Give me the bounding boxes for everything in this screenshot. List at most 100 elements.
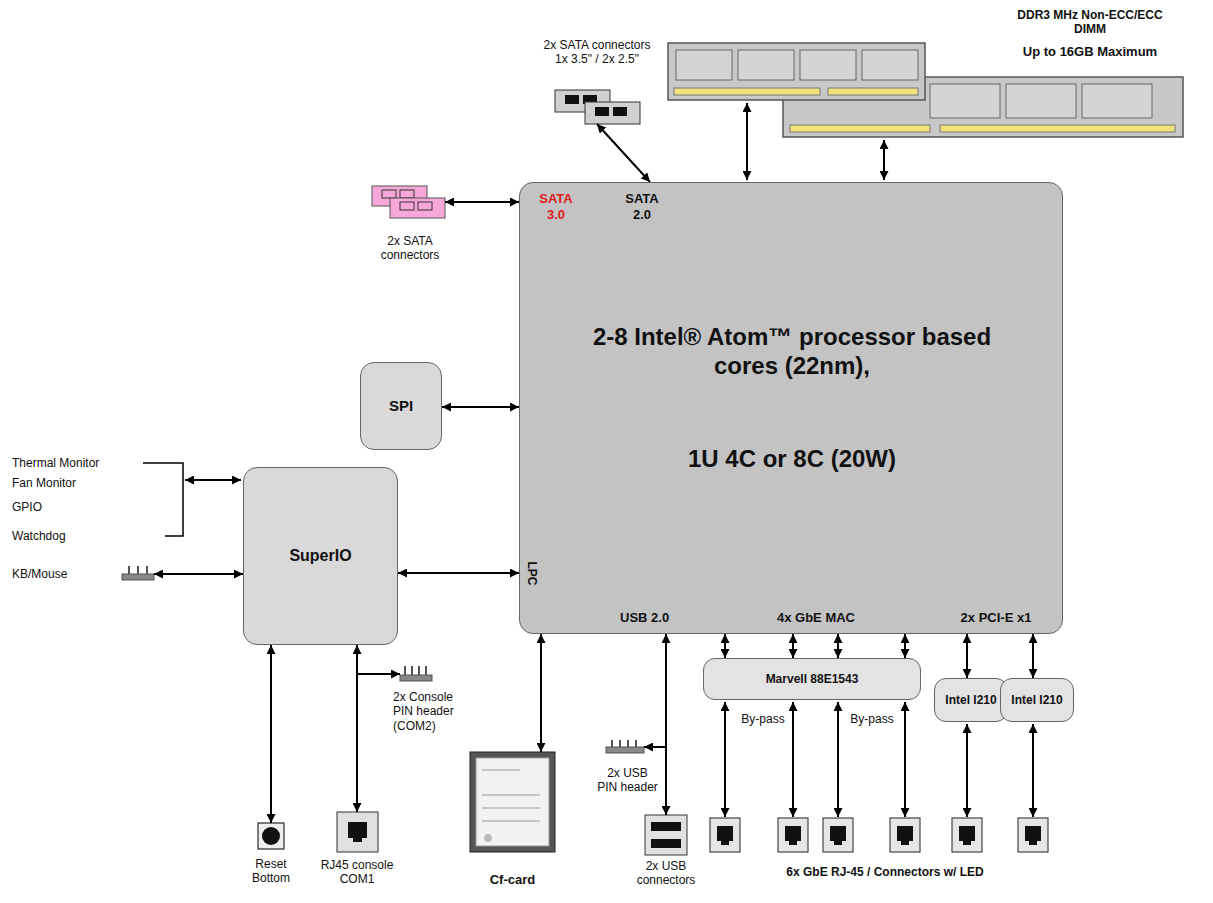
bus-connector xyxy=(904,634,906,658)
sata-connector-icon xyxy=(595,107,609,116)
dimm-module xyxy=(930,84,1000,118)
ports-caption: 6x GbE RJ-45 / Connectors w/ LED xyxy=(700,865,1070,879)
bus-connector xyxy=(792,634,794,658)
pin-header-icon xyxy=(627,740,629,747)
bus-connector xyxy=(154,573,243,575)
phy-to-port-lines xyxy=(837,702,839,817)
dimm-module xyxy=(676,50,732,80)
rj45-console-icon xyxy=(348,822,367,842)
dimm-module xyxy=(674,88,820,95)
phy-to-port-lines xyxy=(966,724,968,817)
bus-connector xyxy=(724,634,726,658)
memory-bus xyxy=(883,140,885,180)
node-label: Reset Bottom xyxy=(246,857,296,886)
node-label: SATA 2.0 xyxy=(618,191,666,222)
box-label: Intel I210 xyxy=(1005,693,1068,707)
bus-connector xyxy=(966,634,968,678)
nic-chip-box: Intel I210 xyxy=(1000,678,1074,722)
bus-connector xyxy=(445,201,519,203)
node-label: SATA 3.0 xyxy=(534,191,578,222)
usb-connector-icon xyxy=(651,822,681,831)
sata-connector: 2x SATA connectors 1x 3.5" / 2x 2.5" xyxy=(553,90,640,124)
bus-connector xyxy=(442,406,519,408)
node-label: 2x SATA connectors xyxy=(370,234,450,263)
pin-header-icon xyxy=(400,675,432,681)
pin-header-icon xyxy=(400,666,432,681)
node-label: USB 2.0 xyxy=(620,610,690,626)
cf-card-icon xyxy=(484,834,492,842)
cf-card-icon xyxy=(482,795,540,796)
pin-header-icon xyxy=(404,666,406,675)
pin-header-icon xyxy=(606,747,644,753)
memory-note: Up to 16GB Maximum xyxy=(1000,44,1180,60)
function-label: Fan Monitor xyxy=(12,476,137,490)
dimm-module xyxy=(668,43,925,100)
usb-connector-icon xyxy=(645,815,687,855)
pin-header-icon xyxy=(137,566,139,574)
node-label: 2x USB connectors xyxy=(634,859,698,888)
memory-note: DDR3 MHz Non-ECC/ECC DIMM xyxy=(1005,8,1175,37)
sata-connector-icon xyxy=(613,107,627,116)
dimm-module xyxy=(940,125,1175,132)
node-label: LPC xyxy=(524,559,539,589)
node-label: 2x SATA connectors 1x 3.5" / 2x 2.5" xyxy=(537,38,657,67)
sata3-connector-icon xyxy=(372,186,445,218)
monitor-bracket xyxy=(143,463,183,536)
node-label: 2x PCI-E x1 xyxy=(946,610,1046,626)
rj45-console: RJ45 console COM1 xyxy=(337,812,378,852)
cf-card-icon xyxy=(482,821,540,822)
reset-button-icon xyxy=(258,823,284,849)
bus-connector xyxy=(540,634,542,752)
bypass-label: By-pass xyxy=(738,712,788,726)
gbe-port-row xyxy=(823,818,853,852)
dimm-module xyxy=(668,43,925,100)
dimm-module xyxy=(1006,84,1076,118)
kb-mouse-header: KB/Mouse xyxy=(122,566,154,582)
usb-connector: 2x USB connectors xyxy=(645,815,687,855)
sata3-connector-icon xyxy=(400,202,414,210)
sata-connector-icon xyxy=(585,102,640,124)
bus-connector xyxy=(837,634,839,658)
pin-header-icon xyxy=(611,740,613,747)
sata3-connector-icon xyxy=(400,190,414,198)
dimm-module xyxy=(738,50,794,80)
function-label: GPIO xyxy=(12,500,137,514)
bypass-label: By-pass xyxy=(847,712,897,726)
gbe-port-row xyxy=(890,818,920,852)
usb-connector-icon xyxy=(645,815,687,855)
phy-to-port-lines xyxy=(1032,724,1034,817)
dimm-module xyxy=(790,125,930,132)
processor-box: SATA 3.0SATA 2.02-8 Intel® Atom™ process… xyxy=(519,182,1063,634)
gbe-port-row xyxy=(778,818,808,852)
spi-box: SPI xyxy=(360,362,442,450)
dimm-module xyxy=(828,88,918,95)
node-label: 2x USB PIN header xyxy=(596,766,659,795)
node-label: RJ45 console COM1 xyxy=(317,858,397,887)
gbe-port-row xyxy=(710,818,1048,852)
pin-header-icon xyxy=(128,566,130,574)
bus-connector xyxy=(597,124,650,182)
monitor-bracket xyxy=(185,479,241,481)
bus-connector xyxy=(644,634,666,747)
function-label: Thermal Monitor xyxy=(12,456,137,470)
usb-pin-header: 2x USB PIN header xyxy=(606,740,644,754)
sata3-connector: 2x SATA connectors xyxy=(372,186,445,218)
box-label: Intel I210 xyxy=(939,693,1002,707)
phy-to-port-lines xyxy=(792,702,794,817)
memory-bus xyxy=(747,103,884,180)
cf-card-icon xyxy=(476,758,549,846)
rj45-console-icon xyxy=(337,812,378,852)
node-label: Cf-card xyxy=(470,872,555,888)
pin-header-icon xyxy=(122,566,154,580)
pin-header-icon xyxy=(122,574,154,580)
reset-button-icon xyxy=(258,823,284,849)
dimm-module xyxy=(1082,84,1152,118)
cf-card-icon xyxy=(470,752,555,852)
pin-header-icon xyxy=(411,666,413,675)
cf-card-icon xyxy=(470,752,555,852)
sata-connector-icon xyxy=(565,95,579,104)
gbe-port-row xyxy=(710,818,740,852)
reset-button-icon xyxy=(262,827,280,845)
bus-connector xyxy=(270,645,272,823)
